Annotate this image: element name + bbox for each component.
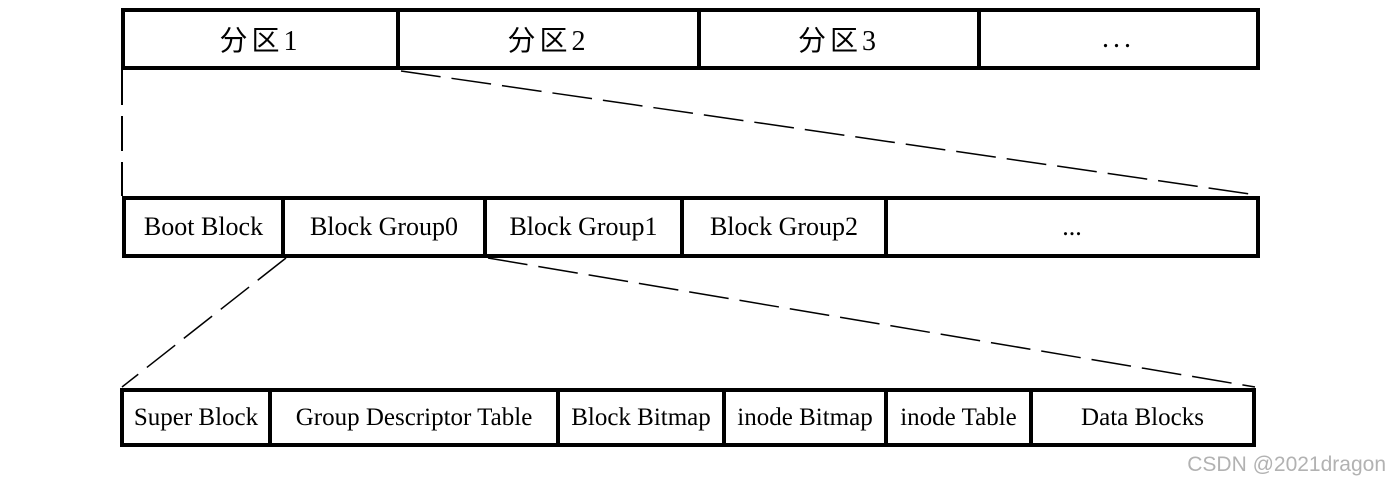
block-group-layout-row: Super Block Group Descriptor Table Block…	[120, 388, 1256, 447]
group-descriptor-table-cell: Group Descriptor Table	[272, 392, 560, 443]
partition3-label: 分区3	[797, 26, 880, 57]
block-group-ellipsis-cell: ...	[888, 200, 1256, 254]
partition1-label: 分区1	[219, 26, 302, 57]
block-group1-cell: Block Group1	[487, 200, 684, 254]
partition-layout-row: Boot Block Block Group0 Block Group1 Blo…	[122, 196, 1260, 258]
data-blocks-label: Data Blocks	[1081, 403, 1204, 431]
partition-ellipsis-cell: ...	[981, 12, 1256, 66]
blockgroup0-right-connector-line	[487, 257, 1256, 388]
group-descriptor-table-label: Group Descriptor Table	[295, 403, 533, 431]
block-group0-cell: Block Group0	[285, 200, 487, 254]
disk-partitions-row: 分区1 分区2 分区3 ...	[121, 8, 1260, 70]
inode-table-label: inode Table	[900, 403, 1017, 431]
super-block-label: Super Block	[133, 403, 259, 431]
inode-table-cell: inode Table	[888, 392, 1033, 443]
partition1-right-connector-line	[400, 70, 1258, 196]
data-blocks-cell: Data Blocks	[1033, 392, 1252, 443]
partition2-label: 分区2	[507, 26, 590, 57]
inode-bitmap-cell: inode Bitmap	[726, 392, 888, 443]
block-bitmap-cell: Block Bitmap	[560, 392, 726, 443]
partition-ellipsis-label: ...	[1102, 23, 1135, 54]
super-block-cell: Super Block	[124, 392, 272, 443]
blockgroup0-left-connector-line	[121, 257, 287, 388]
block-group2-label: Block Group2	[709, 212, 859, 241]
block-group1-label: Block Group1	[509, 212, 658, 241]
partition1-cell: 分区1	[125, 12, 400, 66]
block-group2-cell: Block Group2	[684, 200, 888, 254]
block-group0-label: Block Group0	[309, 212, 459, 241]
block-bitmap-label: Block Bitmap	[571, 403, 711, 431]
csdn-watermark: CSDN @2021dragon	[1187, 453, 1386, 476]
boot-block-cell: Boot Block	[126, 200, 285, 254]
inode-bitmap-label: inode Bitmap	[737, 403, 873, 431]
partition2-cell: 分区2	[400, 12, 701, 66]
partition3-cell: 分区3	[701, 12, 981, 66]
block-group-ellipsis-label: ...	[1062, 212, 1082, 241]
boot-block-label: Boot Block	[143, 212, 264, 241]
